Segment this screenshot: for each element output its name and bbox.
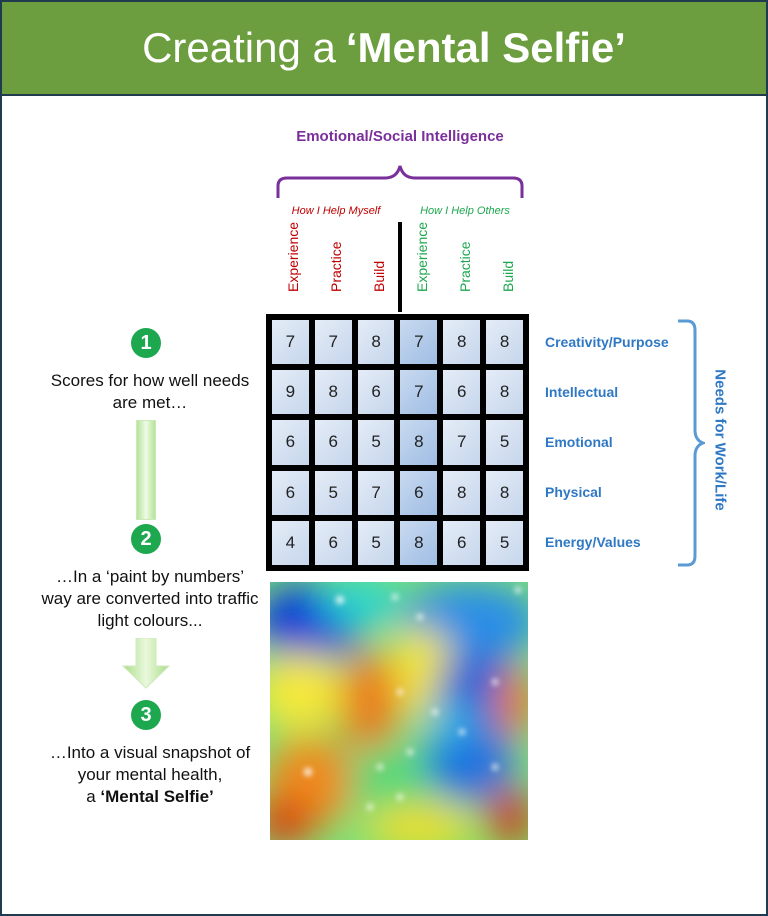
score-cell: 5 bbox=[314, 470, 352, 515]
score-cell: 8 bbox=[357, 320, 395, 365]
score-cell: 7 bbox=[272, 320, 309, 365]
score-cell: 4 bbox=[272, 520, 309, 565]
score-cell: 7 bbox=[400, 320, 438, 365]
score-cell: 8 bbox=[443, 320, 481, 365]
step-2-badge: 2 bbox=[131, 524, 161, 554]
score-cell: 6 bbox=[272, 420, 309, 465]
help-others-label: How I Help Others bbox=[420, 205, 510, 217]
score-cell: 8 bbox=[400, 520, 438, 565]
score-cell: 8 bbox=[400, 420, 438, 465]
score-cell: 7 bbox=[314, 320, 352, 365]
score-cell: 8 bbox=[443, 470, 481, 515]
score-cell: 6 bbox=[443, 370, 481, 415]
score-cell: 8 bbox=[486, 470, 523, 515]
score-cell: 6 bbox=[272, 470, 309, 515]
title-emphasis: ‘Mental Selfie’ bbox=[345, 24, 626, 71]
score-cell: 8 bbox=[486, 370, 523, 415]
row-label-creativity: Creativity/Purpose bbox=[545, 334, 669, 350]
score-cell: 5 bbox=[357, 520, 395, 565]
step-1-text: Scores for how well needs are met… bbox=[50, 371, 250, 412]
row-label-physical: Physical bbox=[545, 484, 602, 500]
column-label: Practice bbox=[457, 241, 473, 292]
score-cell: 7 bbox=[357, 470, 395, 515]
top-bracket bbox=[276, 165, 524, 198]
score-cell: 5 bbox=[486, 420, 523, 465]
column-label: Build bbox=[371, 260, 387, 292]
score-cell: 8 bbox=[314, 370, 352, 415]
arrow-down-icon bbox=[121, 638, 171, 689]
mental-selfie-heatmap bbox=[270, 582, 528, 840]
arrow-down-icon bbox=[136, 420, 156, 520]
column-label: Practice bbox=[328, 241, 344, 292]
column-divider bbox=[398, 222, 402, 312]
step-3-text: …Into a visual snapshot of your mental h… bbox=[49, 743, 251, 806]
row-label-intellectual: Intellectual bbox=[545, 384, 619, 400]
right-bracket bbox=[678, 319, 705, 567]
score-cell: 6 bbox=[314, 520, 352, 565]
score-cell: 6 bbox=[400, 470, 438, 515]
score-grid: 7 7 8 7 8 8 9 8 6 7 6 8 6 6 5 8 7 5 6 5 … bbox=[266, 314, 529, 571]
column-label: Build bbox=[500, 260, 516, 292]
column-label: Experience bbox=[285, 221, 301, 292]
title-banner: Creating a ‘Mental Selfie’ bbox=[2, 2, 766, 96]
score-cell: 8 bbox=[486, 320, 523, 365]
score-cell: 5 bbox=[357, 420, 395, 465]
step-2-text: …In a ‘paint by numbers’ way are convert… bbox=[41, 567, 259, 630]
score-cell: 5 bbox=[486, 520, 523, 565]
score-cell: 6 bbox=[443, 520, 481, 565]
column-label: Experience bbox=[414, 221, 430, 292]
score-cell: 6 bbox=[357, 370, 395, 415]
help-myself-label: How I Help Myself bbox=[291, 205, 381, 217]
score-cell: 7 bbox=[443, 420, 481, 465]
score-cell: 7 bbox=[400, 370, 438, 415]
row-label-energy: Energy/Values bbox=[545, 534, 641, 550]
step-3-badge: 3 bbox=[131, 700, 161, 730]
row-label-emotional: Emotional bbox=[545, 434, 613, 450]
title-prefix: Creating a bbox=[142, 24, 336, 71]
step-1-badge: 1 bbox=[131, 328, 161, 358]
emotional-intelligence-title: Emotional/Social Intelligence bbox=[296, 128, 504, 145]
score-cell: 6 bbox=[314, 420, 352, 465]
score-cell: 9 bbox=[272, 370, 309, 415]
mental-selfie-emphasis: ‘Mental Selfie’ bbox=[100, 787, 214, 806]
